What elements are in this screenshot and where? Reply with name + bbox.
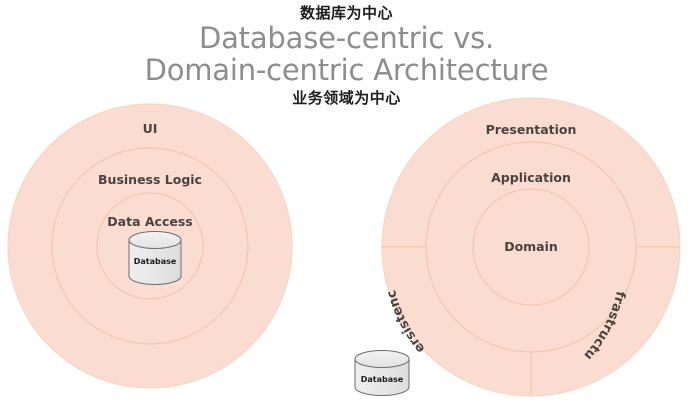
external-database-cylinder-body xyxy=(354,358,410,396)
external-database-cylinder-top xyxy=(354,350,410,368)
left-diagram-group: UI Business Logic Data Access Database xyxy=(7,103,293,389)
right-ring-inner-domain xyxy=(472,188,590,306)
left-database-icon: Database xyxy=(128,231,182,285)
external-database-icon: Database xyxy=(354,350,410,396)
right-label-presentation: Presentation xyxy=(486,122,577,137)
left-label-business-logic: Business Logic xyxy=(98,172,202,187)
left-label-data-access: Data Access xyxy=(107,214,192,229)
database-cylinder-top xyxy=(128,231,182,249)
right-label-application: Application xyxy=(491,170,571,185)
left-label-ui: UI xyxy=(143,121,158,136)
external-database-label: Database xyxy=(361,375,404,384)
database-cylinder-body xyxy=(128,239,182,285)
left-database-label: Database xyxy=(134,257,177,266)
right-label-domain: Domain xyxy=(504,239,558,254)
